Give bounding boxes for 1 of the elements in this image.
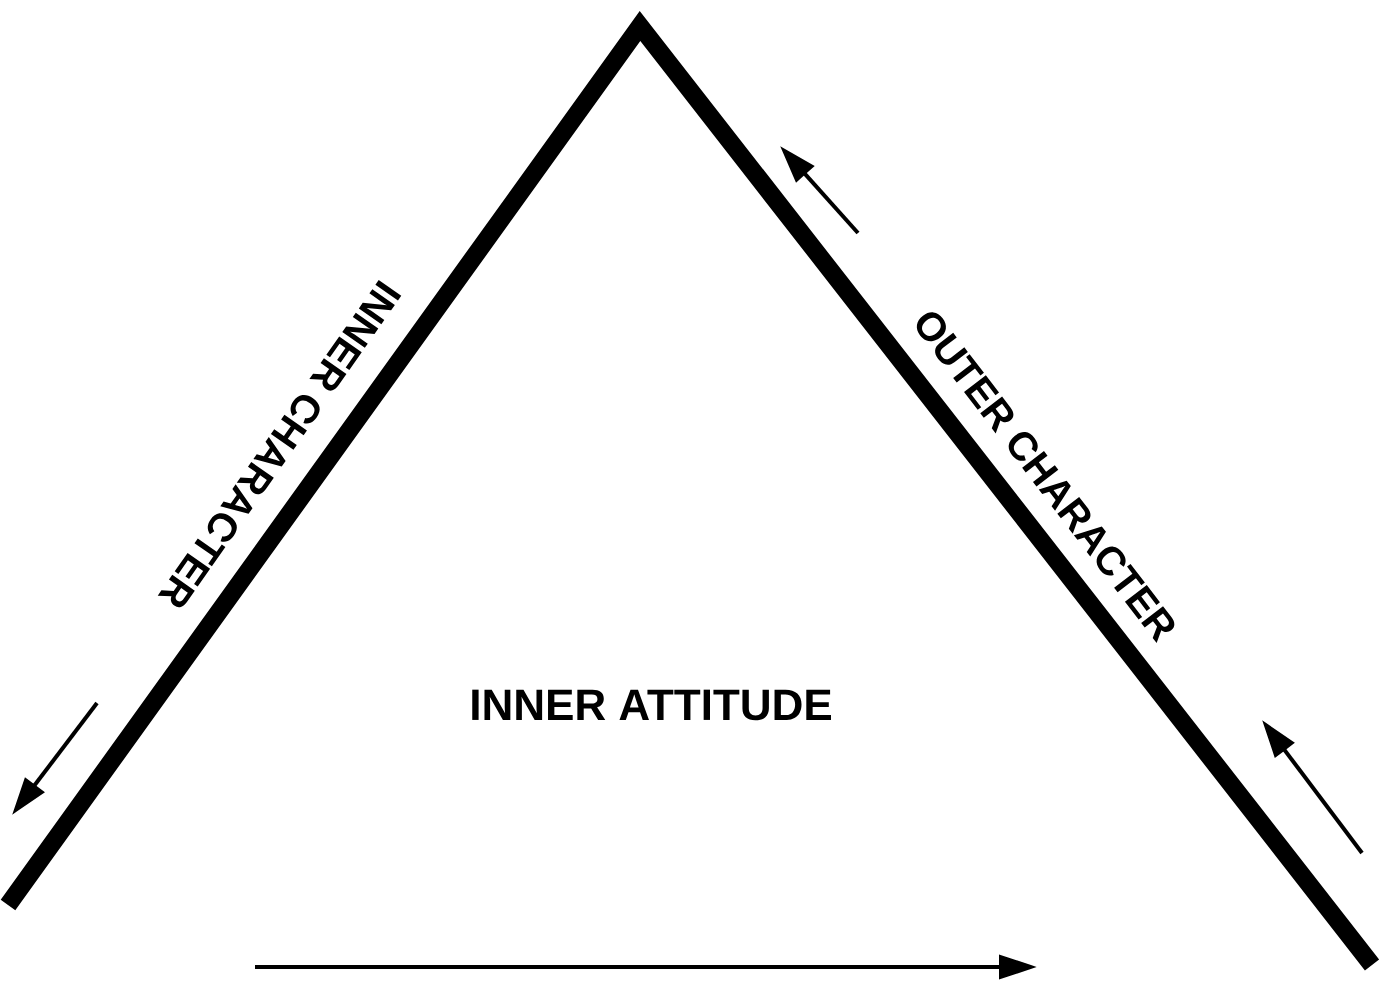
center-label: INNER ATTITUDE	[472, 689, 831, 721]
